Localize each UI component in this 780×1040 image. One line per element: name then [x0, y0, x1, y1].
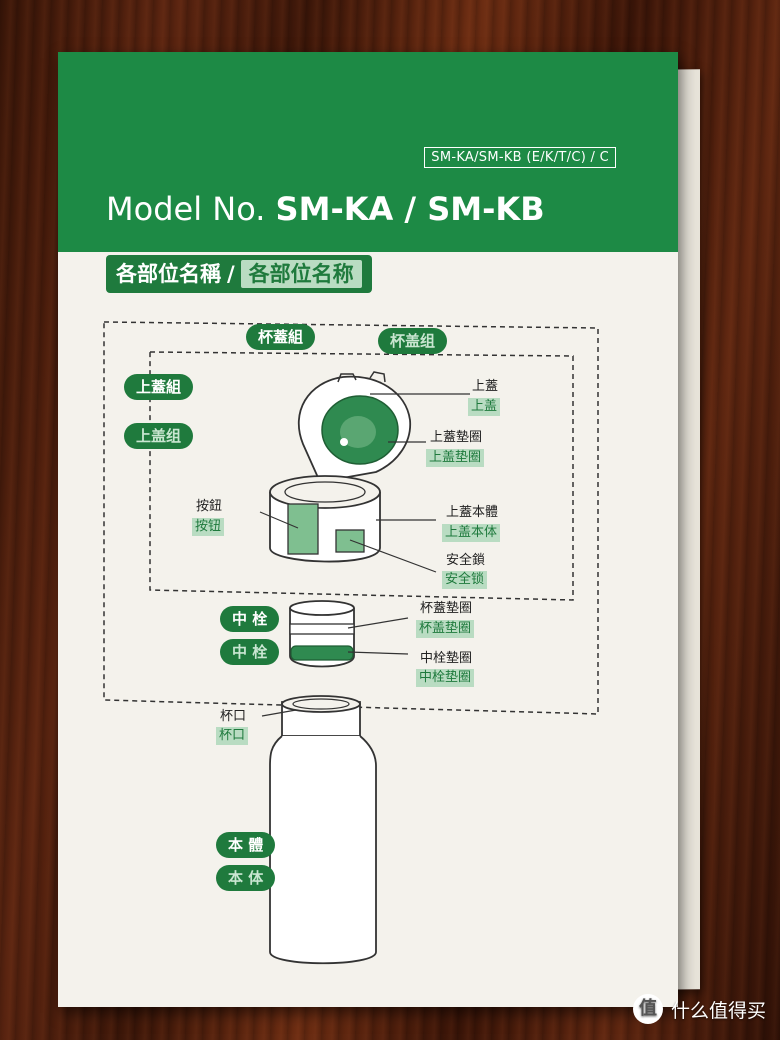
bottle-body-illustration: [269, 695, 377, 965]
mouth-label-simplified: 杯口: [216, 727, 249, 745]
cup-lid-group-tag-simplified: 杯盖组: [378, 328, 448, 354]
top-lid-group-outline: [149, 351, 574, 601]
top-lid-group-tag-simplified: 上盖组: [124, 423, 194, 449]
safety-lock-label-simplified: 安全锁: [442, 571, 488, 589]
series-badge: SM-KA/SM-KB (E/K/T/C) / C: [424, 147, 616, 168]
model-number: SM-KA / SM-KB: [275, 190, 545, 228]
lid-body-label-simplified: 上盖本体: [442, 524, 501, 542]
section-title: 各部位名稱/各部位名称: [106, 255, 372, 293]
lid-label: 上蓋: [472, 379, 499, 394]
cup-gasket-label-simplified: 杯盖垫圈: [416, 620, 475, 638]
lid-body-illustration: [269, 475, 381, 563]
button-label-simplified: 按钮: [192, 518, 225, 536]
stopper-group-tag: 中 栓: [220, 606, 280, 632]
button-label: 按鈕: [196, 499, 223, 514]
lid-body-label: 上蓋本體: [446, 505, 499, 520]
lid-gasket-label-simplified: 上盖垫圈: [426, 449, 485, 467]
parts-diagram: [103, 321, 599, 965]
section-title-simplified: 各部位名称: [240, 260, 362, 288]
lid-label-simplified: 上盖: [468, 398, 501, 416]
model-number-title: Model No. SM-KA / SM-KB: [106, 190, 545, 228]
lid-gasket-label: 上蓋墊圈: [430, 430, 483, 445]
body-group-tag-simplified: 本 体: [216, 865, 276, 891]
mouth-label: 杯口: [220, 709, 247, 724]
leader-lines: [259, 393, 470, 717]
section-title-traditional: 各部位名稱: [116, 262, 221, 286]
watermark-text: 什么值得买: [670, 999, 766, 1022]
body-group-tag: 本 體: [216, 832, 276, 858]
section-title-separator: /: [227, 262, 235, 286]
stopper-group-tag-simplified: 中 栓: [220, 639, 280, 665]
cup-gasket-label: 杯蓋墊圈: [420, 601, 473, 616]
model-prefix: Model No.: [106, 190, 266, 228]
cup-lid-group-tag: 杯蓋組: [246, 324, 316, 350]
watermark-logo-icon: 值: [632, 994, 663, 1024]
stopper-gasket-label-simplified: 中栓垫圈: [416, 669, 475, 687]
top-lid-group-tag: 上蓋組: [124, 374, 194, 400]
stopper-illustration: [289, 600, 355, 668]
manual-page: SM-KA/SM-KB (E/K/T/C) / C Model No. SM-K…: [58, 52, 678, 1007]
safety-lock-label: 安全鎖: [446, 553, 486, 568]
lid-illustration: [297, 371, 411, 484]
site-watermark: 值 什么值得买: [632, 992, 766, 1026]
stopper-gasket-label: 中栓墊圈: [420, 651, 473, 666]
green-header-band: SM-KA/SM-KB (E/K/T/C) / C Model No. SM-K…: [58, 52, 678, 252]
